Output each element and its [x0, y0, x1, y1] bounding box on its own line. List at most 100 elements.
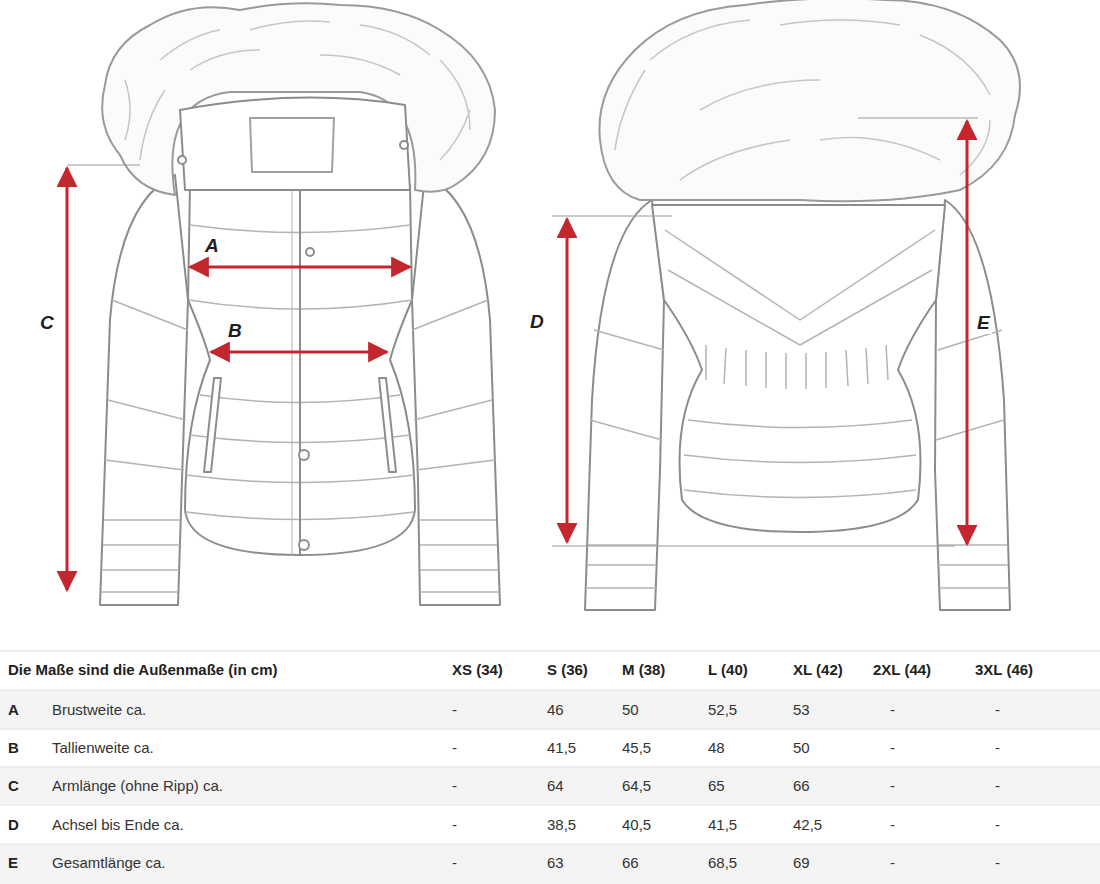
table-cell: - — [995, 701, 1000, 719]
table-cell: 50 — [622, 701, 639, 719]
table-cell: 53 — [793, 701, 810, 719]
table-stripe — [0, 767, 1100, 805]
button — [306, 248, 314, 256]
leader-lines — [67, 118, 978, 546]
table-header: L (40) — [708, 661, 748, 679]
table-cell: - — [995, 854, 1000, 872]
pocket-zipper — [379, 378, 396, 472]
button — [299, 540, 309, 550]
table-header: XL (42) — [793, 661, 843, 679]
table-cell: - — [890, 701, 895, 719]
table-cell: - — [452, 854, 457, 872]
dimension-arrow — [566, 219, 569, 542]
table-cell: 68,5 — [708, 854, 737, 872]
fur-hood — [102, 3, 495, 195]
table-cell: Armlänge (ohne Ripp) ca. — [52, 777, 223, 795]
row-key: D — [8, 816, 19, 834]
sleeve — [412, 175, 500, 605]
sketch-line — [420, 520, 499, 592]
table-cell: 69 — [793, 854, 810, 872]
sketch-line — [412, 300, 495, 470]
sketch-line — [0, 651, 1100, 652]
table-cell: - — [995, 777, 1000, 795]
sketch-line — [105, 300, 188, 470]
sleeve — [935, 200, 1010, 610]
sketch-line — [552, 546, 955, 547]
table-cell: - — [452, 816, 457, 834]
pocket-zipper — [204, 378, 221, 472]
sketch-line — [665, 230, 935, 320]
hood-lining — [250, 118, 334, 172]
sketch-line — [586, 545, 657, 588]
sleeve — [585, 200, 664, 610]
dimension-letter: A — [203, 235, 221, 257]
collar — [180, 98, 410, 190]
dimension-arrows — [67, 121, 967, 590]
table-header: 2XL (44) — [873, 661, 931, 679]
table-cell: - — [995, 816, 1000, 834]
row-key: B — [8, 739, 19, 757]
table-cell: 63 — [547, 854, 564, 872]
sketch-line — [668, 270, 932, 345]
dimension-arrow — [966, 121, 969, 544]
front-jacket — [100, 3, 500, 605]
table-cell: 50 — [793, 739, 810, 757]
dimension-letter: B — [226, 320, 244, 342]
table-cell: 64,5 — [622, 777, 651, 795]
button — [178, 156, 186, 164]
sketch-line — [101, 520, 180, 592]
sketch-line — [706, 345, 888, 389]
table-cell: 65 — [708, 777, 725, 795]
dimension-letter: D — [528, 311, 546, 333]
table-cell: 45,5 — [622, 739, 651, 757]
dimension-arrow — [66, 168, 69, 590]
table-cell: - — [452, 701, 457, 719]
table-ground — [0, 651, 1100, 884]
table-cell: 41,5 — [547, 739, 576, 757]
table-cell: Achsel bis Ende ca. — [52, 816, 184, 834]
table-cell: Gesamtlänge ca. — [52, 854, 165, 872]
table-header: S (36) — [547, 661, 588, 679]
dimension-arrow — [190, 266, 410, 269]
sketch-line — [0, 729, 1100, 730]
sketch-line — [67, 165, 140, 166]
row-key: C — [8, 777, 19, 795]
button — [400, 141, 408, 149]
table-cell: 42,5 — [793, 816, 822, 834]
table-header: Die Maße sind die Außenmaße (in cm) — [8, 661, 278, 679]
table-header: XS (34) — [452, 661, 503, 679]
table-cell: 64 — [547, 777, 564, 795]
fur-hood — [599, 0, 1020, 201]
sketch-line — [0, 767, 1100, 768]
table-cell: 66 — [793, 777, 810, 795]
table-cell: 46 — [547, 701, 564, 719]
sketch-line — [0, 690, 1100, 691]
table-cell: Brustweite ca. — [52, 701, 146, 719]
sketch-line — [0, 805, 1100, 806]
row-key: E — [8, 854, 18, 872]
sketch-line — [590, 330, 1004, 440]
table-header: M (38) — [622, 661, 665, 679]
table-cell: 38,5 — [547, 816, 576, 834]
sleeve — [100, 175, 188, 605]
table-header: 3XL (46) — [975, 661, 1033, 679]
table-cell: 40,5 — [622, 816, 651, 834]
table-cell: - — [890, 816, 895, 834]
back-jacket — [585, 0, 1020, 610]
quilting — [586, 230, 1009, 588]
table-stripe — [0, 844, 1100, 884]
table-cell: 48 — [708, 739, 725, 757]
table-cell: - — [890, 854, 895, 872]
table-cell: - — [452, 739, 457, 757]
fur-texture — [615, 20, 990, 180]
sketch-line — [684, 420, 916, 498]
sketch-line — [938, 545, 1009, 588]
button — [299, 450, 309, 460]
table-cell: - — [890, 739, 895, 757]
dimension-arrow — [211, 351, 387, 354]
sketch-line — [552, 216, 672, 217]
table-cell: Tallienweite ca. — [52, 739, 154, 757]
table-cell: - — [452, 777, 457, 795]
table-stripe — [0, 690, 1100, 729]
